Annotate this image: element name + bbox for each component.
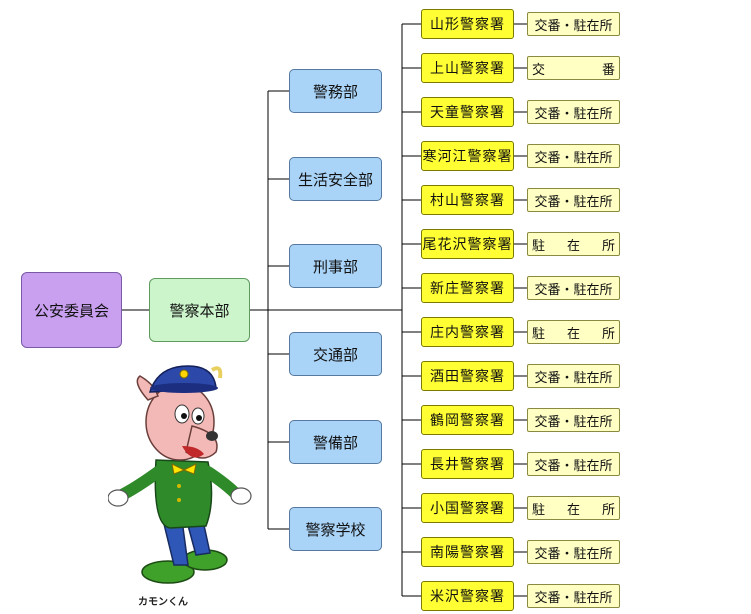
post-label: 駐: [532, 502, 546, 518]
dept-box: 警務部: [289, 69, 382, 113]
station-box: 南陽警察署: [421, 537, 514, 567]
post-label: 交番・駐在所: [534, 546, 613, 562]
station-label: 新庄警察署: [430, 281, 505, 297]
public-safety-commission-box: 公安委員会: [21, 272, 122, 348]
post-label: 交番・駐在所: [534, 18, 613, 34]
commission-label: 公安委員会: [33, 301, 109, 320]
dept-box: 警察学校: [289, 507, 382, 551]
station-box: 鶴岡警察署: [421, 405, 514, 435]
station-label: 庄内警察署: [430, 325, 505, 341]
post-label: 交番・駐在所: [534, 150, 613, 166]
post-box: 交番・駐在所: [527, 188, 620, 212]
post-label: 交番・駐在所: [534, 282, 613, 298]
dept-label: 警務部: [312, 82, 358, 101]
dept-box: 交通部: [289, 332, 382, 376]
post-box: 交番・駐在所: [527, 540, 620, 564]
dept-label: 生活安全部: [297, 170, 373, 189]
post-label: 交番・駐在所: [534, 458, 613, 474]
station-label: 村山警察署: [430, 193, 505, 209]
station-label: 上山警察署: [430, 61, 505, 77]
post-box: 交番: [527, 56, 620, 80]
post-box: 駐在所: [527, 320, 620, 344]
post-box: 交番・駐在所: [527, 276, 620, 300]
station-label: 鶴岡警察署: [430, 413, 505, 429]
station-box: 小国警察署: [421, 493, 514, 523]
station-label: 尾花沢警察署: [422, 237, 513, 253]
station-box: 新庄警察署: [421, 273, 514, 303]
dept-box: 刑事部: [289, 244, 382, 288]
post-label: 在: [566, 326, 580, 342]
post-label: 所: [601, 326, 615, 342]
dept-label: 交通部: [312, 345, 358, 364]
post-label: 番: [601, 62, 615, 78]
station-label: 長井警察署: [430, 457, 505, 473]
station-label: 南陽警察署: [430, 545, 505, 561]
post-label: 交番・駐在所: [534, 370, 613, 386]
post-box: 駐在所: [527, 232, 620, 256]
post-label: 交: [532, 62, 546, 78]
station-label: 米沢警察署: [430, 589, 505, 605]
station-label: 山形警察署: [430, 17, 505, 33]
station-box: 米沢警察署: [421, 581, 514, 611]
post-box: 交番・駐在所: [527, 364, 620, 388]
post-label: 所: [601, 502, 615, 518]
post-label: 交番・駐在所: [534, 590, 613, 606]
post-box: 交番・駐在所: [527, 452, 620, 476]
station-label: 天童警察署: [430, 105, 505, 121]
station-box: 尾花沢警察署: [421, 229, 514, 259]
post-label: 駐: [532, 326, 546, 342]
headquarters-label: 警察本部: [169, 301, 230, 320]
post-label: 交番・駐在所: [534, 194, 613, 210]
dept-box: 生活安全部: [289, 157, 382, 201]
dept-label: 刑事部: [312, 257, 358, 276]
post-label: 在: [566, 238, 580, 254]
station-box: 寒河江警察署: [421, 141, 514, 171]
post-box: 駐在所: [527, 496, 620, 520]
mascot-illustration: [108, 365, 252, 584]
station-box: 酒田警察署: [421, 361, 514, 391]
post-label: 所: [601, 238, 615, 254]
station-label: 小国警察署: [430, 501, 505, 517]
post-label: 駐: [532, 238, 546, 254]
dept-label: 警察学校: [305, 520, 366, 539]
post-box: 交番・駐在所: [527, 408, 620, 432]
post-label: 交番・駐在所: [534, 106, 613, 122]
dept-label: 警備部: [312, 433, 358, 452]
police-headquarters-box: 警察本部: [149, 278, 250, 342]
station-label: 寒河江警察署: [422, 149, 513, 165]
station-box: 山形警察署: [421, 9, 514, 39]
post-label: 在: [566, 502, 580, 518]
dept-box: 警備部: [289, 420, 382, 464]
station-box: 庄内警察署: [421, 317, 514, 347]
station-box: 村山警察署: [421, 185, 514, 215]
post-label: 交番・駐在所: [534, 414, 613, 430]
post-box: 交番・駐在所: [527, 12, 620, 36]
post-box: 交番・駐在所: [527, 144, 620, 168]
mascot-caption: カモンくん: [138, 597, 188, 608]
post-box: 交番・駐在所: [527, 100, 620, 124]
station-box: 長井警察署: [421, 449, 514, 479]
station-box: 上山警察署: [421, 53, 514, 83]
post-box: 交番・駐在所: [527, 584, 620, 608]
station-label: 酒田警察署: [430, 369, 505, 385]
station-box: 天童警察署: [421, 97, 514, 127]
